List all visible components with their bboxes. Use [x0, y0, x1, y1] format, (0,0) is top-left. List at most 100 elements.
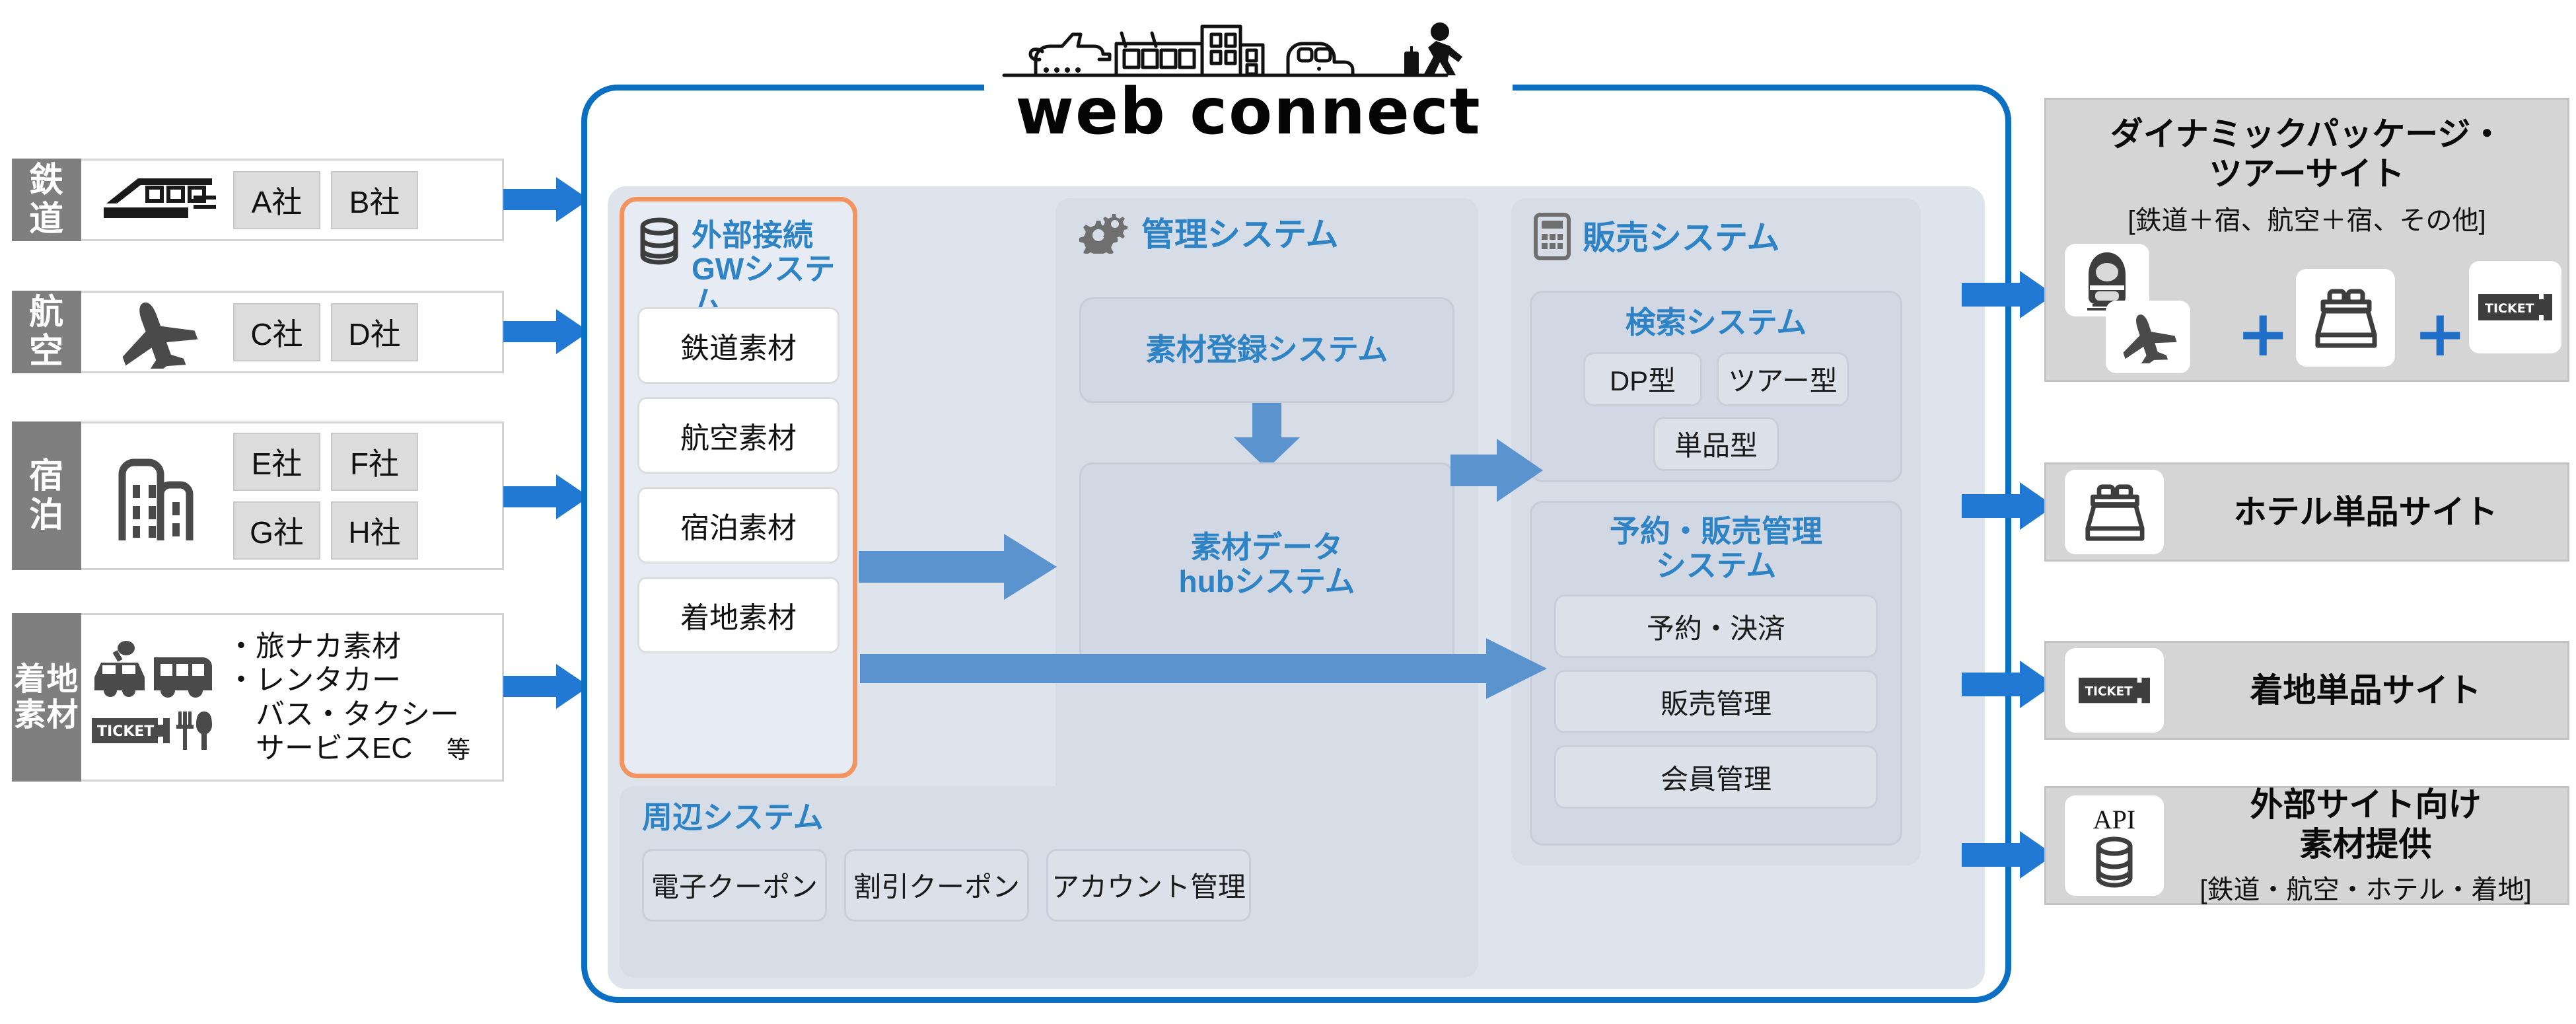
logo-border-gap	[984, 74, 1513, 102]
input-arrow-rail	[503, 177, 589, 222]
building-icon	[81, 447, 233, 546]
api-database-icon-tile: API	[2065, 795, 2164, 896]
svg-text:TICKET: TICKET	[97, 723, 154, 740]
gateway-system-panel: 外部接続 GWシステム 鉄道素材 航空素材 宿泊素材 着地素材	[620, 197, 857, 778]
output-title-line1: ダイナミックパッケージ・	[2110, 116, 2504, 153]
hub-title-line1: 素材データ	[1191, 530, 1343, 565]
supplier-body-air: C社 D社	[81, 291, 504, 373]
gateway-item-destination[interactable]: 着地素材	[637, 577, 840, 653]
ticket-icon-tile: TICKET	[2065, 648, 2164, 733]
bed-icon-tile	[2065, 470, 2164, 554]
peripheral-item-discount-coupon[interactable]: 割引クーポン	[844, 848, 1029, 922]
supplier-tab-label: 鉄道	[28, 161, 64, 238]
etc-label: 等	[447, 735, 471, 763]
gateway-item-air[interactable]: 航空素材	[637, 397, 840, 474]
gears-icon	[1078, 213, 1129, 259]
api-label: API	[2093, 804, 2136, 834]
input-arrow-air	[503, 309, 589, 354]
search-type-dp[interactable]: DP型	[1583, 351, 1702, 406]
management-title: 管理システム	[1141, 216, 1339, 253]
material-register-system-label: 素材登録システム	[1145, 332, 1388, 367]
sales-system-panel: 販売システム 検索システム DP型 ツアー型 単品型 予約・販売管理 システム …	[1511, 198, 1921, 865]
output-panel-api[interactable]: API 外部サイト向け 素材提供 [鉄道・航空・ホテル・着地]	[2044, 786, 2569, 905]
management-system-panel: 管理システム 素材登録システム 素材データ hubシステム	[1055, 198, 1478, 865]
material-item: サービスEC	[227, 731, 413, 764]
output-panel-dynamic-package[interactable]: ダイナミックパッケージ・ ツアーサイト [鉄道＋宿、航空＋宿、その他]	[2044, 98, 2569, 382]
airplane-icon	[2123, 314, 2177, 363]
output-arrow-dp-tour	[1962, 271, 2054, 318]
supplier-body-destination: TICKET ・旅ナカ素材 ・レンタカー バス・タクシー サービスEC 等	[81, 613, 504, 782]
supplier-tab-hotel: 宿泊	[12, 421, 81, 570]
booking-management-system-box: 予約・販売管理 システム 予約・決済 販売管理 会員管理	[1530, 501, 1902, 846]
material-item: ・旅ナカ素材	[227, 630, 401, 663]
output-title-line2: ツアーサイト	[2209, 155, 2405, 192]
output-panel-destination-site[interactable]: TICKET 着地単品サイト	[2044, 641, 2569, 740]
database-icon	[639, 217, 680, 268]
supplier-tab-rail: 鉄道	[12, 159, 81, 241]
gateway-item-rail[interactable]: 鉄道素材	[637, 307, 840, 384]
search-system-title: 検索システム	[1625, 305, 1807, 340]
output-title-hotel: ホテル単品サイト	[2233, 494, 2498, 530]
supplier-tab-label: 着地素材	[14, 661, 79, 733]
input-arrow-destination	[503, 664, 589, 709]
input-arrow-hotel	[503, 474, 589, 519]
ticket-icon: TICKET	[2079, 677, 2150, 704]
destination-material-list: ・旅ナカ素材 ・レンタカー バス・タクシー サービスEC 等	[227, 630, 470, 764]
api-database-icon	[2096, 836, 2133, 888]
supplier-row-hotel: 宿泊 E社 F社	[12, 421, 504, 570]
web-connect-logo: web connect	[984, 20, 1513, 143]
output-title-destination: 着地単品サイト	[2250, 672, 2482, 709]
material-data-hub-box[interactable]: 素材データ hubシステム	[1079, 462, 1454, 667]
bed-icon	[2315, 289, 2377, 348]
output-panel-hotel-site[interactable]: ホテル単品サイト	[2044, 462, 2569, 562]
material-register-system-box[interactable]: 素材登録システム	[1079, 297, 1454, 403]
company-box[interactable]: A社	[233, 170, 320, 229]
company-box[interactable]: F社	[331, 432, 418, 491]
material-item: ・レンタカー	[227, 664, 401, 697]
booking-title-line2: システム	[1655, 548, 1777, 583]
output-arrow-api	[1962, 831, 2054, 879]
search-type-tour[interactable]: ツアー型	[1717, 351, 1849, 406]
gateway-to-hub-arrow	[859, 534, 1057, 600]
register-to-hub-arrow	[1234, 403, 1300, 469]
supplier-company-list-rail: A社 B社	[233, 170, 429, 229]
supplier-row-destination: 着地素材	[12, 613, 504, 782]
svg-text:TICKET: TICKET	[2485, 301, 2534, 316]
company-box[interactable]: H社	[331, 501, 418, 560]
supplier-company-list-hotel: E社 F社 G社 H社	[233, 432, 438, 560]
company-box[interactable]: C社	[233, 303, 320, 361]
booking-title-line1: 予約・販売管理	[1610, 514, 1822, 548]
booking-item-member-mgmt[interactable]: 会員管理	[1554, 745, 1878, 809]
train-icon	[81, 172, 233, 229]
peripheral-item-ecoupon[interactable]: 電子クーポン	[642, 848, 827, 922]
material-item: バス・タクシー	[227, 698, 459, 731]
output-arrow-destination	[1962, 661, 2054, 708]
destination-to-booking-arrow	[860, 638, 1547, 699]
plus-icon: +	[2236, 297, 2290, 371]
supplier-company-list-air: C社 D社	[233, 303, 429, 361]
airplane-icon-tile	[2106, 301, 2190, 373]
supplier-body-rail: A社 B社	[81, 159, 504, 241]
bed-icon-tile	[2296, 269, 2395, 367]
peripheral-item-account-mgmt[interactable]: アカウント管理	[1046, 848, 1251, 922]
calculator-icon	[1534, 213, 1571, 264]
supplier-tab-label: 宿泊	[28, 457, 64, 534]
hub-to-search-arrow	[1450, 439, 1543, 502]
gateway-item-hotel[interactable]: 宿泊素材	[637, 487, 840, 564]
search-type-single[interactable]: 単品型	[1653, 416, 1779, 471]
output-subtitle-api: [鉄道・航空・ホテル・着地]	[2200, 875, 2532, 904]
output-title-api-line2: 素材提供	[2299, 826, 2432, 863]
svg-text:TICKET: TICKET	[2085, 685, 2133, 699]
booking-item-payment[interactable]: 予約・決済	[1554, 595, 1878, 659]
supplier-row-rail: 鉄道 A社 B社	[12, 159, 504, 241]
company-box[interactable]: G社	[233, 501, 320, 560]
company-box[interactable]: E社	[233, 432, 320, 491]
plus-icon: +	[2414, 297, 2467, 371]
hub-title-line2: hubシステム	[1178, 564, 1355, 599]
output-title-api-line1: 外部サイト向け	[2250, 786, 2482, 823]
company-box[interactable]: D社	[331, 303, 418, 361]
booking-item-sales-mgmt[interactable]: 販売管理	[1554, 670, 1878, 734]
peripheral-system-panel: 周辺システム 電子クーポン 割引クーポン アカウント管理	[620, 786, 1478, 978]
travel-skyline-icon	[1002, 22, 1462, 77]
company-box[interactable]: B社	[331, 170, 418, 229]
